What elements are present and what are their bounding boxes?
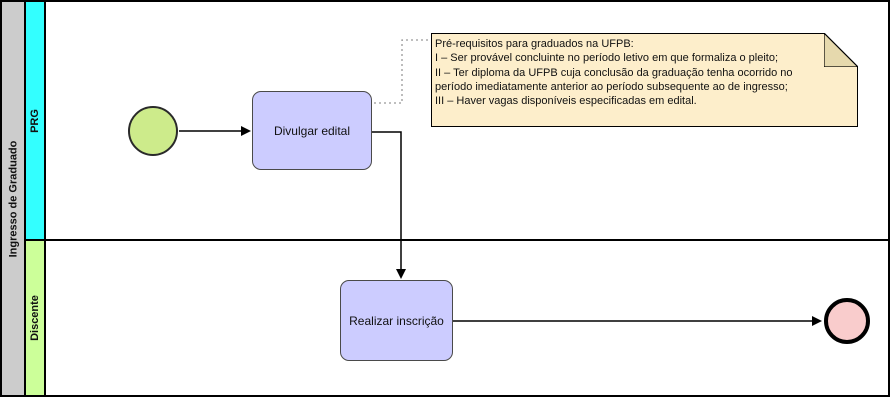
pool-label: Ingresso de Graduado xyxy=(7,140,19,257)
annotation-line: I – Ser provável concluinte no período l… xyxy=(435,52,779,65)
annotation-line: período imediatamente anterior ao períod… xyxy=(435,80,788,93)
annotation-line: III – Haver vagas disponíveis especifica… xyxy=(435,95,697,108)
lane-discente-content xyxy=(46,241,888,395)
task-divulgar-edital-label: Divulgar edital xyxy=(273,123,351,138)
start-event[interactable] xyxy=(128,106,178,156)
task-realizar-inscricao[interactable]: Realizar inscrição xyxy=(340,280,453,361)
text-annotation[interactable]: Pré-requisitos para graduados na UFPB: I… xyxy=(431,33,858,127)
lane-label-prg: PRG xyxy=(26,2,46,239)
end-event[interactable] xyxy=(824,298,870,344)
folded-corner-icon xyxy=(824,33,858,67)
pool-header: Ingresso de Graduado xyxy=(2,2,26,395)
task-realizar-inscricao-label: Realizar inscrição xyxy=(349,313,444,328)
annotation-line: II – Ter diploma da UFPB cuja conclusão … xyxy=(435,66,793,79)
lane-prg-label: PRG xyxy=(29,108,41,133)
lane-discente-label: Discente xyxy=(29,295,42,341)
task-divulgar-edital[interactable]: Divulgar edital xyxy=(252,91,372,170)
lane-discente: Discente xyxy=(26,241,888,395)
lane-label-discente: Discente xyxy=(26,241,46,395)
annotation-line: Pré-requisitos para graduados na UFPB: xyxy=(435,38,634,50)
